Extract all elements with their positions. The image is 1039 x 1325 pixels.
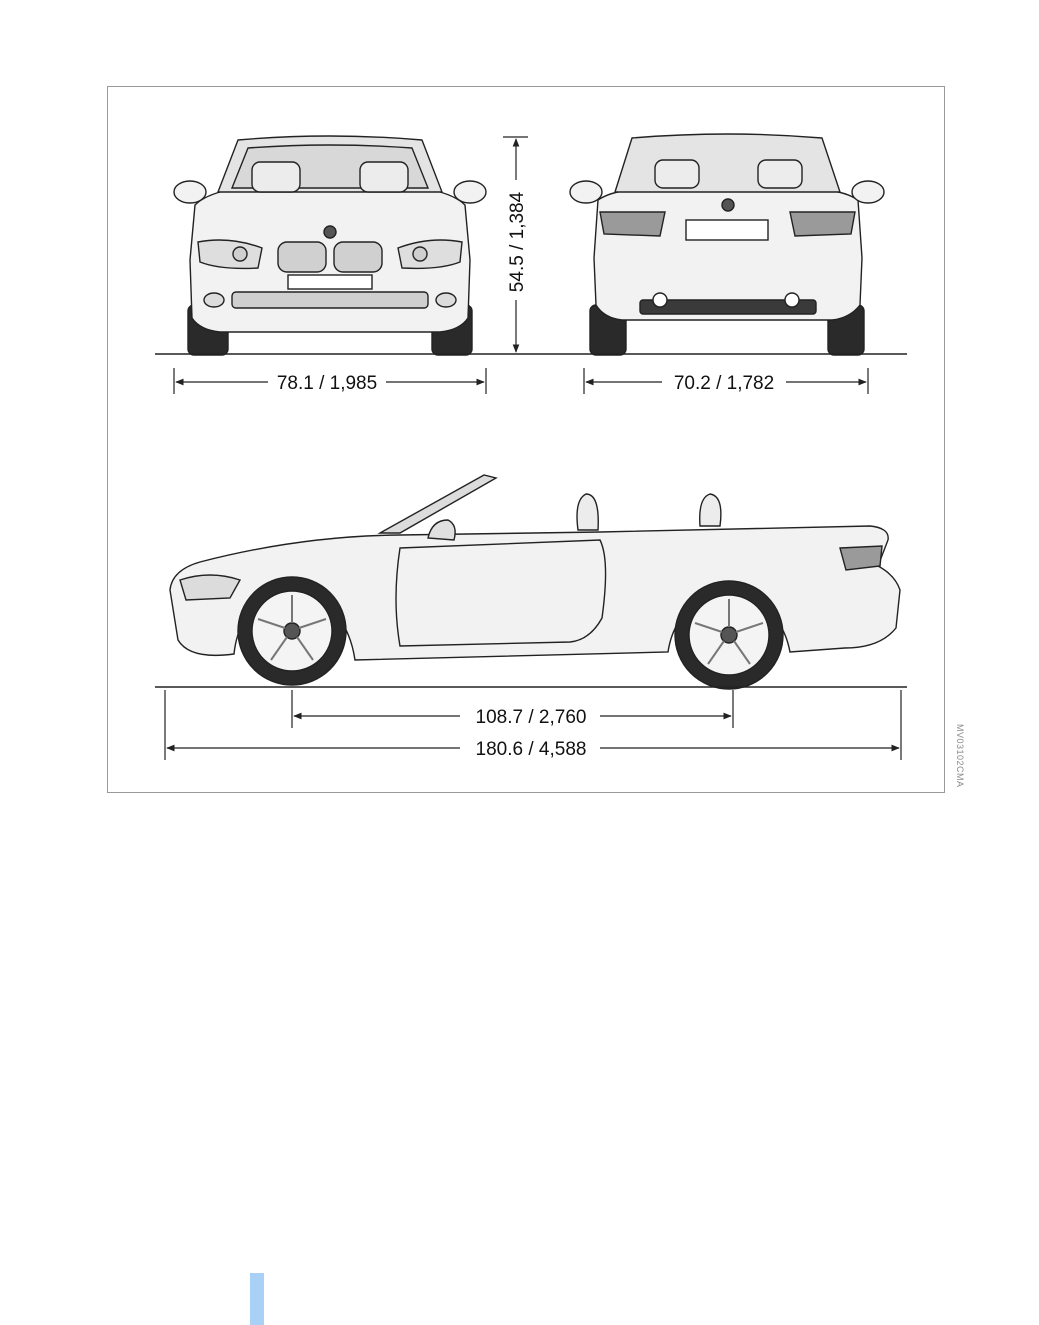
front-view-car	[174, 136, 486, 355]
page-tab-marker	[250, 1273, 264, 1325]
rear-track-label: 70.2 / 1,782	[674, 373, 774, 394]
overall-length-label: 180.6 / 4,588	[476, 739, 587, 760]
wheelbase-label: 108.7 / 2,760	[476, 707, 587, 728]
image-code: MV03102CMA	[951, 724, 965, 794]
side-view-car	[170, 475, 900, 689]
height-label: 54.5 / 1,384	[507, 191, 528, 292]
front-width-label: 78.1 / 1,985	[277, 373, 377, 394]
rear-view-car	[570, 134, 884, 355]
